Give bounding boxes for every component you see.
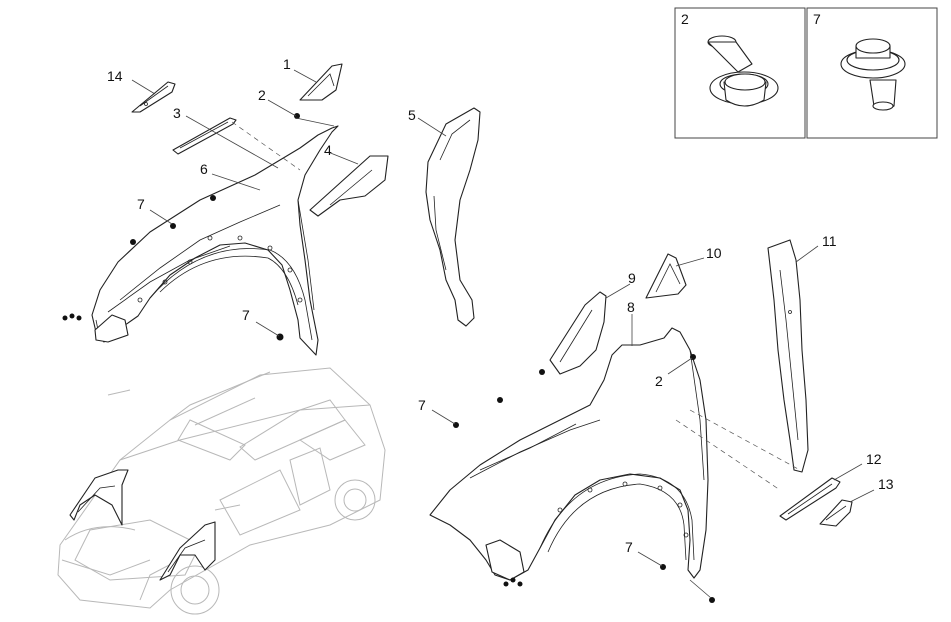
part-8-fender-right bbox=[429, 327, 709, 581]
left-fender-front-bracket bbox=[94, 314, 129, 343]
callout-9: 9 bbox=[628, 270, 636, 286]
callout-7: 7 bbox=[418, 397, 426, 413]
callout-2: 2 bbox=[655, 373, 663, 389]
part-6-fender-left bbox=[91, 125, 339, 356]
callout-11: 11 bbox=[822, 233, 837, 249]
inset-label-2: 2 bbox=[681, 11, 689, 27]
part-11-liner bbox=[767, 239, 809, 473]
callout-6: 6 bbox=[200, 161, 208, 177]
callout-14: 14 bbox=[107, 68, 123, 84]
vehicle-outline bbox=[57, 367, 386, 615]
callout-7: 7 bbox=[242, 307, 250, 323]
inset-label-7: 7 bbox=[813, 11, 821, 27]
part-1-garnish bbox=[299, 63, 343, 101]
push-clip-icon bbox=[707, 35, 779, 107]
inset-clip-7: 7 bbox=[806, 7, 938, 139]
part-5-liner bbox=[417, 107, 481, 327]
callout-7: 7 bbox=[137, 196, 145, 212]
callout-3: 3 bbox=[173, 105, 181, 121]
inset-clip-2: 2 bbox=[674, 7, 806, 139]
callout-2: 2 bbox=[258, 87, 266, 103]
right-fender-front-bracket bbox=[485, 539, 525, 581]
callout-4: 4 bbox=[324, 142, 332, 158]
part-14-bracket bbox=[131, 81, 176, 113]
rivet-clip-icon bbox=[840, 38, 906, 111]
part-10-garnish bbox=[645, 253, 687, 299]
right-fender-assembly bbox=[429, 239, 875, 603]
left-fender-assembly bbox=[62, 63, 389, 356]
part-3-strip bbox=[172, 117, 237, 155]
callout-10: 10 bbox=[706, 245, 722, 261]
callout-12: 12 bbox=[866, 451, 882, 467]
callout-13: 13 bbox=[878, 476, 894, 492]
vehicle-fender-left bbox=[69, 469, 129, 526]
callout-5: 5 bbox=[408, 107, 416, 123]
callout-7: 7 bbox=[625, 539, 633, 555]
callout-1: 1 bbox=[283, 56, 291, 72]
callout-labels: 1 2 3 4 5 6 7 7 14 9 10 11 8 2 7 12 13 7 bbox=[107, 56, 894, 555]
vehicle-fender-right bbox=[159, 521, 216, 581]
callout-8: 8 bbox=[627, 299, 635, 315]
part-4-insulator bbox=[309, 155, 389, 217]
